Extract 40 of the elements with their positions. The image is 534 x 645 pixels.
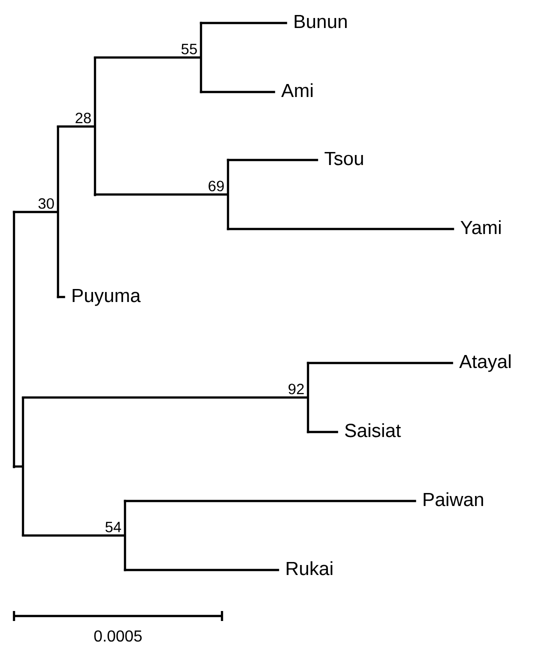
branch-line — [124, 500, 416, 502]
branch-line — [94, 193, 228, 196]
branch-node — [94, 56, 96, 196]
bootstrap-value: 92 — [288, 384, 304, 394]
taxon-label: Atayal — [459, 354, 511, 372]
branch-line — [94, 56, 201, 59]
branch-line — [12, 210, 58, 214]
branch-line — [22, 396, 308, 399]
branch-node — [226, 158, 230, 230]
taxon-label: Rukai — [286, 561, 332, 576]
branch-line — [12, 465, 23, 468]
branch-line — [306, 430, 338, 434]
taxon-label: Saisiat — [345, 423, 401, 438]
taxon-label: Puyuma — [72, 289, 141, 306]
branch-line — [226, 158, 318, 162]
branch-line — [124, 568, 280, 572]
branch-node — [200, 22, 202, 94]
branch-line — [226, 228, 454, 230]
bootstrap-value: 54 — [105, 522, 122, 532]
branch-line — [56, 296, 66, 298]
taxon-label: Paiwan — [424, 492, 484, 506]
taxon-label: Tsou — [324, 152, 363, 166]
branch-line — [306, 362, 454, 364]
branch-line — [200, 22, 288, 24]
taxon-label: Ami — [281, 83, 313, 97]
taxon-label: Bunun — [294, 14, 347, 28]
bootstrap-value: 30 — [38, 198, 54, 209]
branch-node — [124, 500, 126, 572]
bootstrap-value: 69 — [208, 180, 224, 192]
bootstrap-value: 55 — [181, 44, 197, 54]
bootstrap-value: 28 — [76, 112, 91, 124]
scale-label: 0.0005 — [94, 630, 142, 642]
branch-line — [22, 534, 125, 537]
branch-node — [12, 210, 16, 468]
taxon-label: Yami — [460, 220, 501, 234]
branch-line — [56, 125, 95, 128]
branch-node — [306, 362, 310, 434]
branch-node — [22, 396, 24, 536]
branch-line — [200, 90, 276, 94]
branch-node — [56, 126, 60, 298]
